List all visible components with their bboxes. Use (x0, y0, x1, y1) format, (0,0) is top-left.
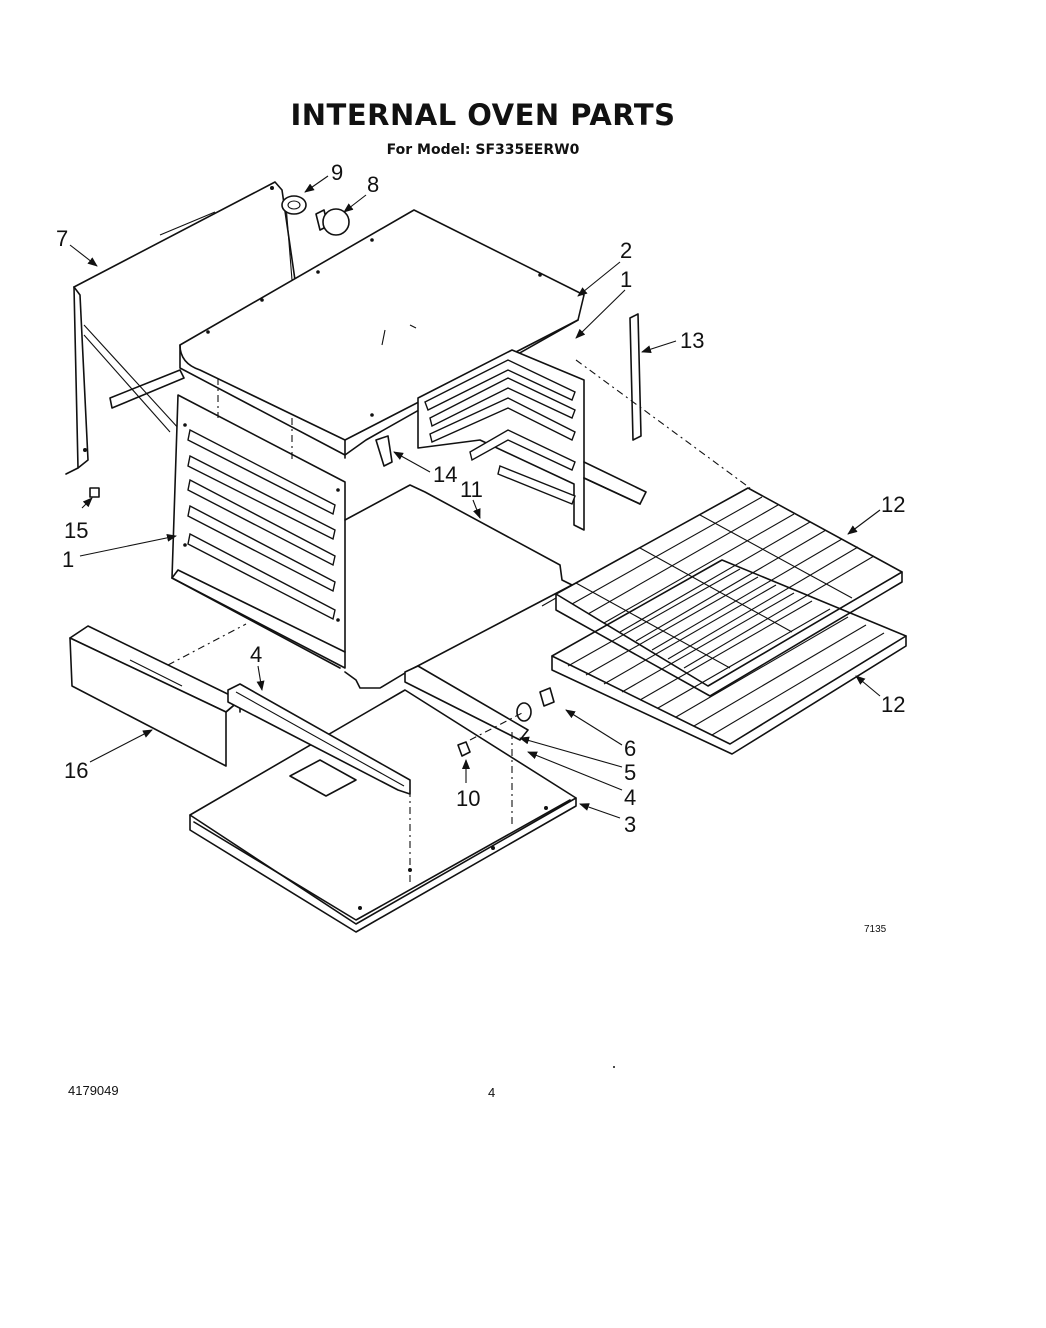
part-5-washer (516, 702, 532, 722)
callout-7: 7 (56, 226, 68, 251)
callout-10: 10 (456, 786, 480, 811)
part-15-fastener (89, 487, 100, 498)
callout-8: 8 (367, 172, 379, 197)
callout-9: 9 (331, 160, 343, 185)
model-subtitle: For Model: SF335EERW0 (386, 142, 580, 158)
callout-3: 3 (624, 812, 636, 837)
callout-12-top: 12 (881, 492, 905, 517)
callout-labels: 7 9 8 2 1 13 14 11 12 15 1 4 12 6 16 5 4… (56, 160, 905, 935)
callout-leaders (69, 175, 881, 819)
drawing-code: 7135 (864, 924, 887, 935)
speck (613, 1066, 615, 1068)
callout-5: 5 (624, 760, 636, 785)
callout-14: 14 (433, 462, 457, 487)
document-number: 4179049 (68, 1083, 119, 1098)
callout-2: 2 (620, 238, 632, 263)
part-12-oven-rack-bottom (551, 559, 907, 755)
part-6-knob (539, 687, 555, 707)
callout-4-left: 4 (250, 642, 262, 667)
part-7-rear-panel (65, 181, 296, 475)
callout-1-left: 1 (62, 547, 74, 572)
part-4-right-support (404, 665, 529, 741)
callout-6: 6 (624, 736, 636, 761)
callout-1-right: 1 (620, 267, 632, 292)
part-11-oven-bottom (344, 484, 573, 689)
part-14-clip (375, 435, 393, 467)
part-9-lamp-socket (281, 195, 307, 215)
part-1-right-side-wall (417, 349, 647, 531)
part-8-lamp-bulb (315, 208, 350, 236)
page-title: INTERNAL OVEN PARTS (290, 98, 676, 132)
callout-11: 11 (460, 477, 483, 502)
callout-13: 13 (680, 328, 704, 353)
callout-4-right: 4 (624, 785, 636, 810)
assembly-guide-lines (167, 359, 751, 882)
page-number: 4 (488, 1085, 496, 1100)
part-16-front-trim (69, 625, 241, 767)
part-13-trim-strip (629, 313, 642, 441)
part-1-left-side-wall (171, 378, 346, 669)
callout-15: 15 (64, 518, 88, 543)
part-10-clip (457, 741, 471, 757)
callout-12-bottom: 12 (881, 692, 905, 717)
callout-16: 16 (64, 758, 88, 783)
part-12-oven-rack-top (541, 487, 903, 697)
part-3-bottom-tray (189, 689, 577, 933)
